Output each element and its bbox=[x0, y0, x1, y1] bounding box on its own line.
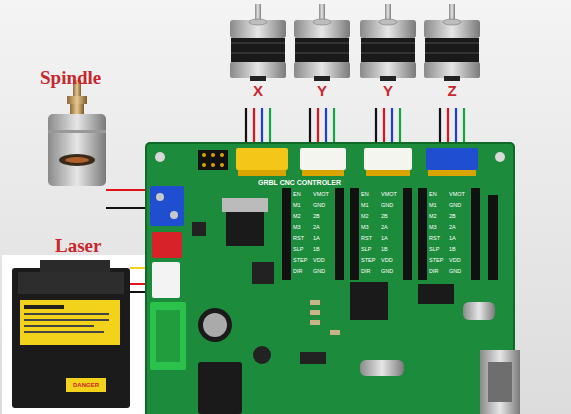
pin-label: 2B bbox=[449, 214, 456, 220]
pin-label: SLP bbox=[429, 247, 439, 253]
axis-label: Y bbox=[317, 83, 327, 98]
pin-label: GND bbox=[381, 203, 393, 209]
pin-label: STEP bbox=[361, 258, 375, 264]
pin-label: VMOT bbox=[449, 192, 465, 198]
pin-label: GND bbox=[449, 203, 461, 209]
axis-label: X bbox=[253, 83, 263, 98]
pin-label: VDD bbox=[449, 258, 461, 264]
pin-label: DIR bbox=[293, 269, 302, 275]
pin-label: VMOT bbox=[313, 192, 329, 198]
pin-label: RST bbox=[361, 236, 372, 242]
pin-label: VDD bbox=[381, 258, 393, 264]
pin-label: 1A bbox=[313, 236, 320, 242]
pin-label: 1B bbox=[449, 247, 456, 253]
pin-label: M3 bbox=[293, 225, 301, 231]
pin-label: SLP bbox=[293, 247, 303, 253]
board-name: GRBL CNC CONTROLER bbox=[258, 179, 341, 186]
pin-label: GND bbox=[449, 269, 461, 275]
pin-label: 2A bbox=[313, 225, 320, 231]
pin-label: M2 bbox=[429, 214, 437, 220]
pin-label: M1 bbox=[293, 203, 301, 209]
pin-label: VDD bbox=[313, 258, 325, 264]
warning-label: DANGER bbox=[73, 382, 99, 388]
pin-label: M2 bbox=[293, 214, 301, 220]
pin-label: RST bbox=[293, 236, 304, 242]
pin-label: DIR bbox=[361, 269, 370, 275]
pin-label: 2A bbox=[381, 225, 388, 231]
pin-label: M1 bbox=[429, 203, 437, 209]
pin-label: M3 bbox=[361, 225, 369, 231]
pin-label: 1B bbox=[313, 247, 320, 253]
pin-label: 2A bbox=[449, 225, 456, 231]
pin-label: EN bbox=[429, 192, 437, 198]
pin-label: GND bbox=[313, 203, 325, 209]
pin-label: 2B bbox=[313, 214, 320, 220]
pin-label: M2 bbox=[361, 214, 369, 220]
part-name: Spindle bbox=[40, 68, 101, 87]
pin-label: RST bbox=[429, 236, 440, 242]
pin-label: EN bbox=[293, 192, 301, 198]
pin-label: DIR bbox=[429, 269, 438, 275]
axis-label: Z bbox=[447, 83, 456, 98]
axis-label: Y bbox=[383, 83, 393, 98]
pin-label: STEP bbox=[293, 258, 307, 264]
pin-label: SLP bbox=[361, 247, 371, 253]
pin-label: 2B bbox=[381, 214, 388, 220]
part-name: Laser bbox=[55, 236, 101, 255]
pin-label: 1B bbox=[381, 247, 388, 253]
pin-label: M1 bbox=[361, 203, 369, 209]
pin-label: 1A bbox=[449, 236, 456, 242]
pin-label: STEP bbox=[429, 258, 443, 264]
pin-label: VMOT bbox=[381, 192, 397, 198]
pin-label: M3 bbox=[429, 225, 437, 231]
pin-label: EN bbox=[361, 192, 369, 198]
pin-label: 1A bbox=[381, 236, 388, 242]
pin-label: GND bbox=[313, 269, 325, 275]
pin-label: GND bbox=[381, 269, 393, 275]
